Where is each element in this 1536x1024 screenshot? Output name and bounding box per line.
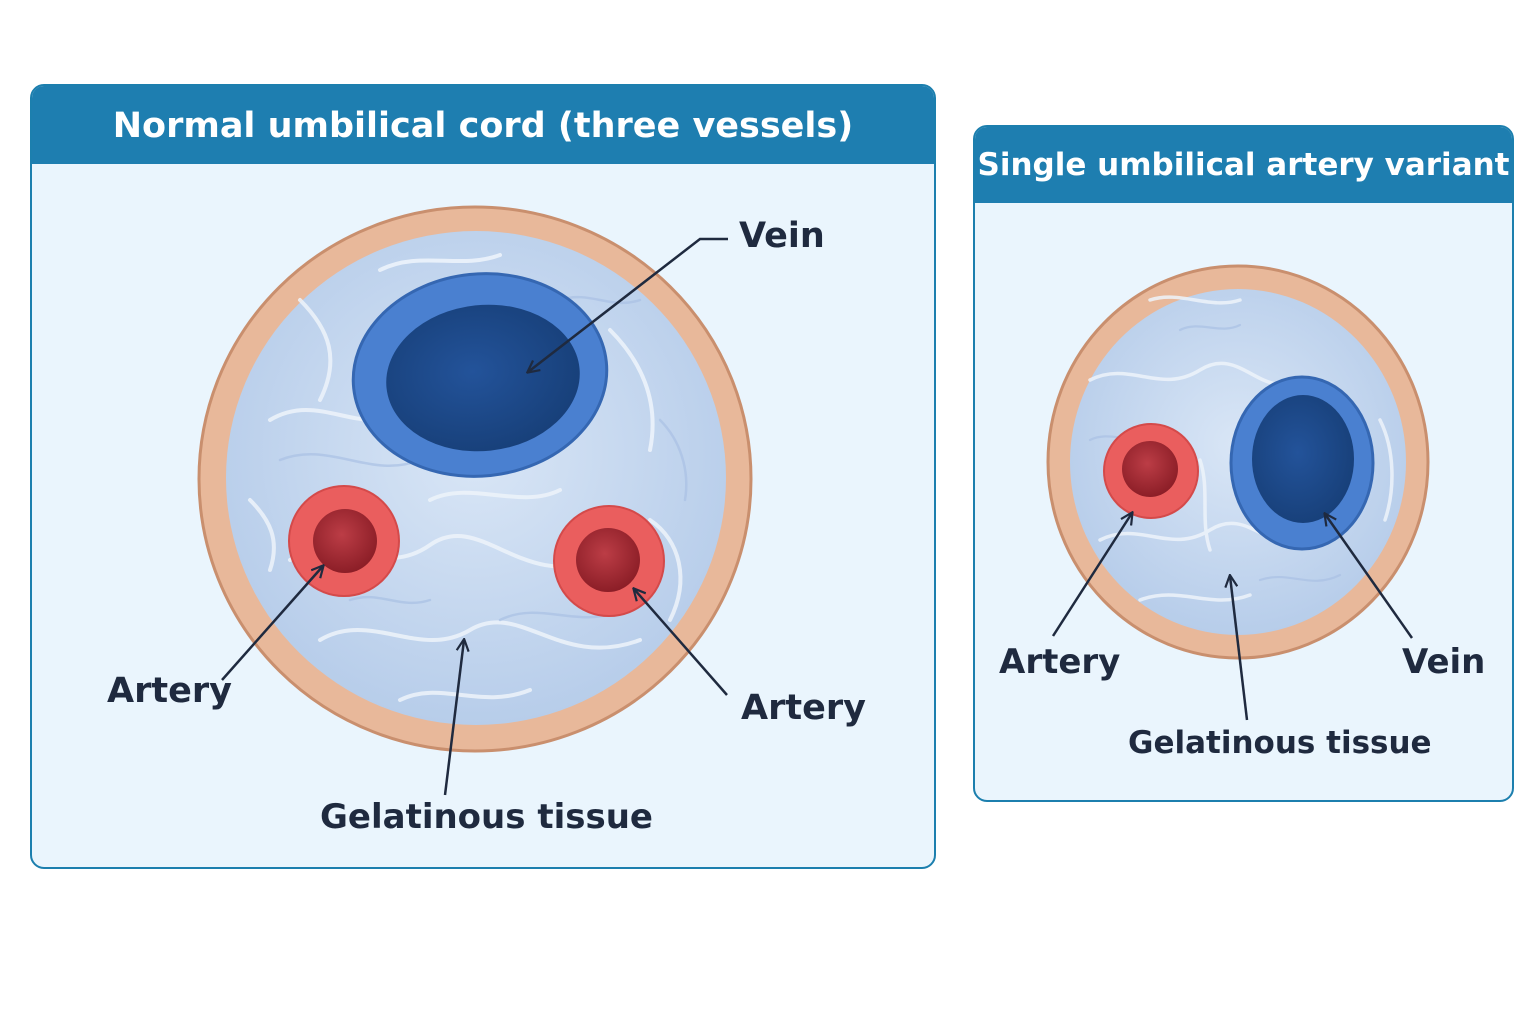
variant-vein-lumen	[1252, 395, 1354, 523]
left-artery-lumen	[313, 509, 377, 573]
right-artery-lumen	[576, 528, 640, 592]
variant-artery-label: Artery	[999, 642, 1121, 682]
left-artery-label: Artery	[107, 671, 232, 711]
variant-arrows	[1051, 513, 1414, 721]
right-artery-label: Artery	[741, 688, 866, 728]
variant-tissue-arrow	[1230, 576, 1249, 721]
left-artery-arrow	[221, 566, 323, 681]
tissue-arrow	[443, 640, 464, 796]
variant-artery-lumen	[1122, 441, 1178, 497]
variant-gelatinous-tissue-label: Gelatinous tissue	[1128, 725, 1432, 761]
variant-cross-section	[1046, 264, 1430, 660]
single-artery-title: Single umbilical artery variant	[975, 127, 1512, 203]
variant-vein-arrow	[1325, 514, 1414, 639]
vein-label: Vein	[739, 216, 825, 256]
variant-artery-arrow	[1051, 513, 1132, 637]
normal-cord-cross-section	[197, 205, 753, 753]
vein-arrow	[528, 237, 728, 372]
gelatinous-tissue-label: Gelatinous tissue	[320, 797, 653, 837]
right-artery-arrow	[634, 589, 728, 696]
normal-cord-title: Normal umbilical cord (three vessels)	[32, 86, 934, 164]
normal-arrows	[221, 237, 728, 796]
vein-lumen	[386, 304, 580, 452]
variant-vein-label: Vein	[1402, 642, 1486, 682]
